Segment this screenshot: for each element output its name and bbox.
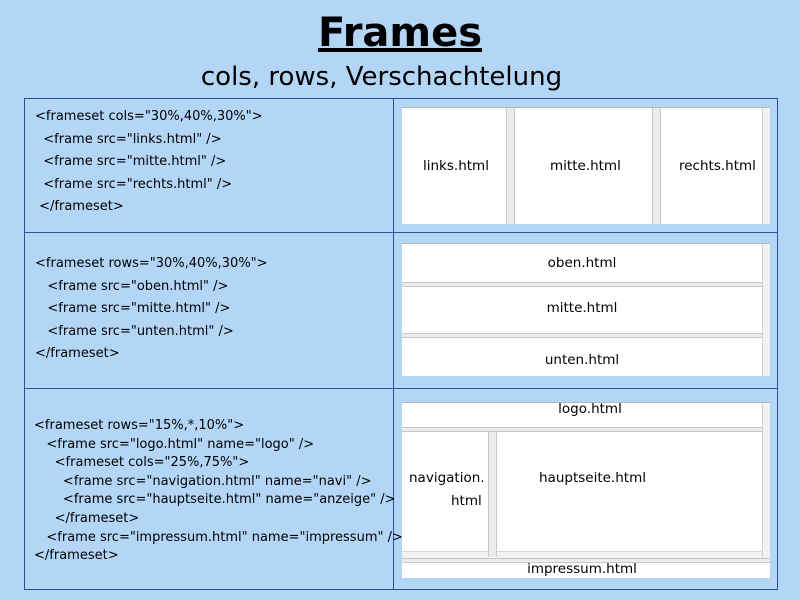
frames-table: <frameset cols="30%,40%,30%"> <frame src… — [24, 98, 778, 590]
frame-label-navigation-line1: navigation. — [409, 470, 485, 486]
frame-label-impressum: impressum.html — [527, 561, 637, 577]
rows-frame-demo: oben.html mitte.html unten.html — [402, 243, 770, 376]
frame-mitte: mitte.html — [515, 108, 652, 224]
slide-subtitle: cols, rows, Verschachtelung — [200, 62, 563, 92]
frame-scrollbar[interactable] — [762, 108, 770, 224]
frame-label-navigation-line2: html — [451, 493, 482, 509]
frame-separator[interactable] — [402, 427, 770, 432]
frame-impressum: impressum.html — [402, 561, 770, 579]
frame-separator[interactable] — [652, 108, 661, 224]
column-divider — [393, 99, 394, 589]
frame-scrollbar[interactable] — [497, 551, 762, 559]
frame-separator[interactable] — [402, 333, 770, 338]
frame-rechts: rechts.html — [661, 108, 770, 224]
frame-links: links.html — [402, 108, 508, 224]
frame-scrollbar[interactable] — [762, 403, 770, 558]
frame-label-rechts: rechts.html — [679, 158, 756, 174]
frame-scrollbar[interactable] — [402, 551, 488, 559]
frame-label-hauptseite: hauptseite.html — [539, 470, 646, 486]
cols-frame-demo: links.html mitte.html rechts.html — [402, 107, 770, 224]
frame-label-mitte: mitte.html — [550, 158, 621, 174]
frame-label-oben: oben.html — [547, 255, 617, 271]
frame-oben: oben.html — [402, 244, 770, 282]
frame-unten: unten.html — [402, 338, 770, 377]
row-divider-2 — [25, 388, 777, 389]
code-nested-example: <frameset rows="15%,*,10%"> <frame src="… — [34, 418, 403, 564]
code-cols-example: <frameset cols="30%,40%,30%"> <frame src… — [35, 109, 263, 214]
frame-label-mitte: mitte.html — [546, 300, 618, 316]
row-divider-1 — [25, 232, 777, 233]
nested-frame-demo: logo.html navigation. html hauptseite.ht… — [402, 401, 770, 579]
frame-label-links: links.html — [423, 158, 489, 174]
frame-logo: logo.html — [402, 401, 770, 427]
frame-hauptseite: hauptseite.html — [497, 432, 762, 558]
frame-label-unten: unten.html — [544, 352, 620, 368]
slide-title: Frames — [317, 10, 483, 56]
frame-separator[interactable] — [488, 432, 497, 557]
frame-separator[interactable] — [402, 282, 770, 287]
frame-mitte: mitte.html — [402, 287, 770, 335]
frame-separator[interactable] — [506, 108, 515, 224]
frame-navigation: navigation. html — [402, 432, 488, 558]
frame-label-logo: logo.html — [558, 401, 622, 417]
frame-scrollbar[interactable] — [762, 244, 770, 376]
frame-separator[interactable] — [402, 558, 770, 563]
code-rows-example: <frameset rows="30%,40%,30%"> <frame src… — [35, 256, 268, 361]
